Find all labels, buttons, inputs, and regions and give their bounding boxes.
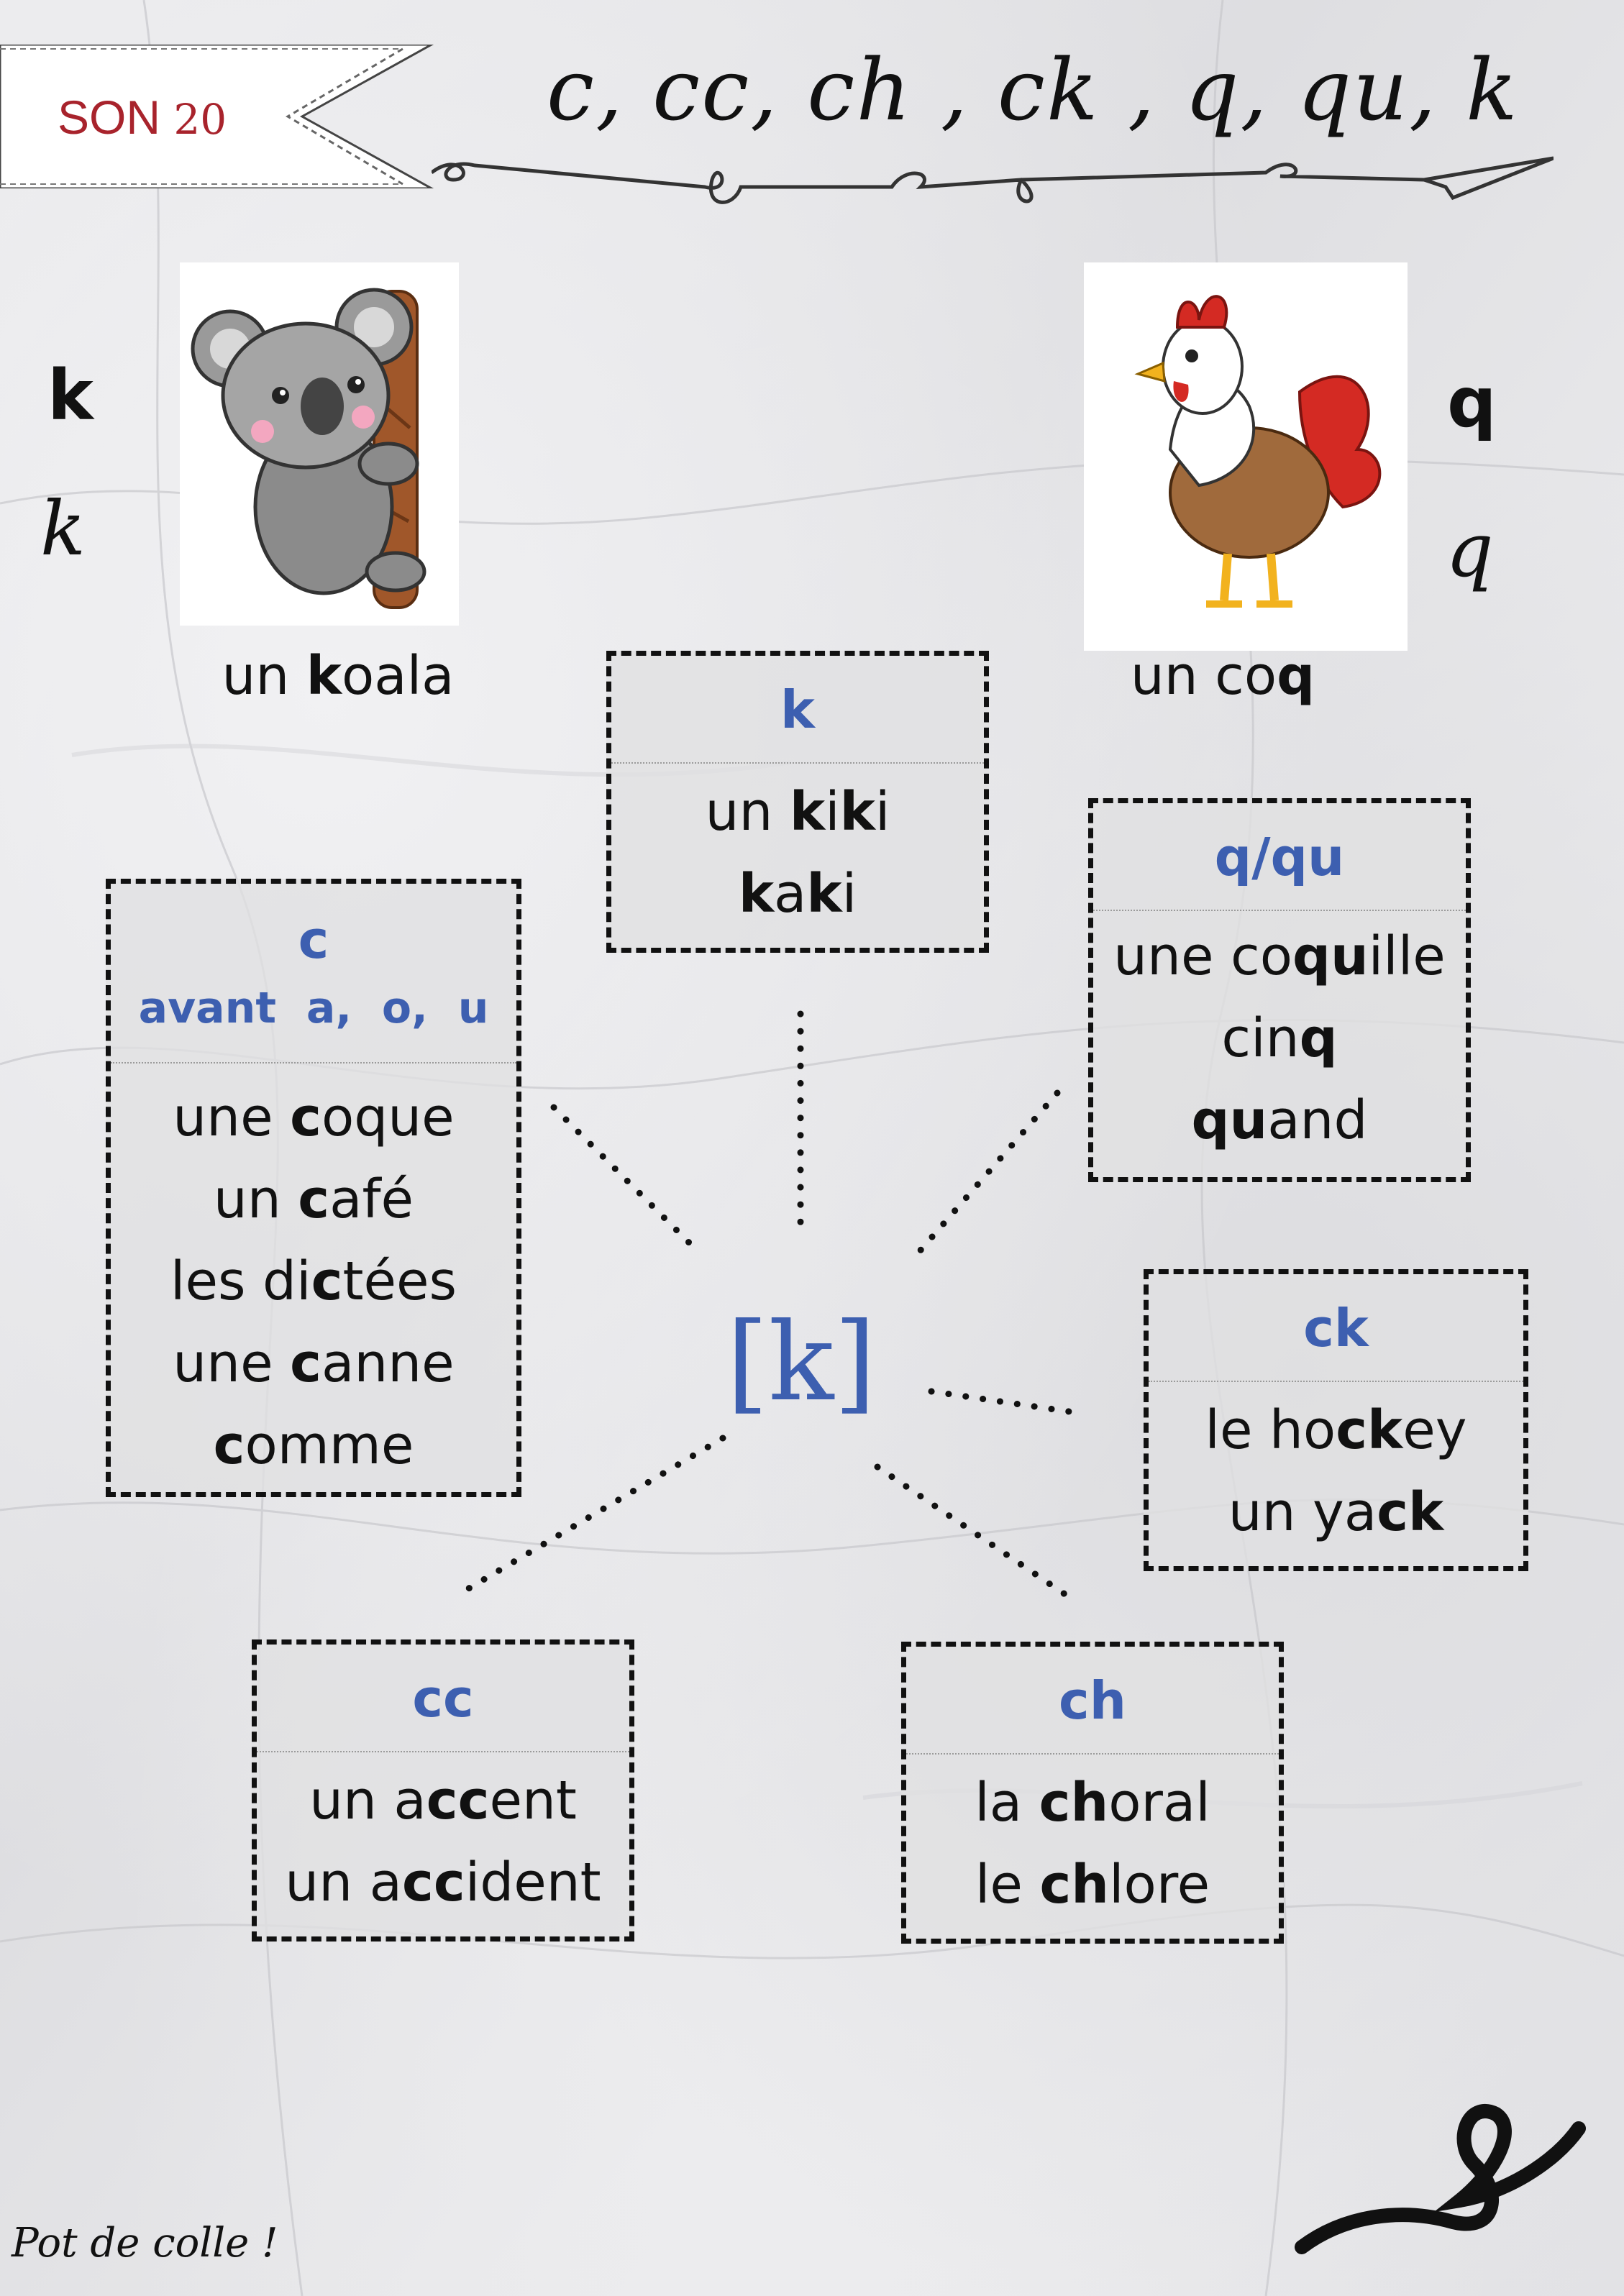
word-line: une coquille bbox=[1113, 925, 1446, 987]
word-line: le chlore bbox=[975, 1854, 1210, 1916]
box-k-words: un kiki kaki bbox=[611, 764, 984, 935]
box-ch-words: la choral le chlore bbox=[906, 1755, 1279, 1926]
box-c: c avant a, o, u une coque un café les di… bbox=[106, 879, 521, 1497]
box-k: k un kiki kaki bbox=[606, 651, 989, 953]
rooster-caption: un coq bbox=[1130, 645, 1315, 707]
box-cc-words: un accent un accident bbox=[257, 1752, 629, 1924]
box-q-qu-head: q/qu bbox=[1093, 803, 1466, 911]
word-line: les dictées bbox=[170, 1250, 457, 1312]
son-label-text: SON bbox=[58, 91, 161, 144]
box-ch: ch la choral le chlore bbox=[901, 1642, 1284, 1944]
header-banner bbox=[0, 45, 434, 188]
box-ck-head: ck bbox=[1149, 1274, 1523, 1382]
page-title: c, cc, ch , ck , q, qu, k bbox=[547, 40, 1519, 140]
box-q-qu-words: une coquille cinq quand bbox=[1093, 911, 1466, 1161]
son-number-label: SON 20 bbox=[58, 85, 273, 150]
box-cc-head: cc bbox=[257, 1645, 629, 1752]
son-number: 20 bbox=[173, 95, 227, 144]
box-ch-head: ch bbox=[906, 1647, 1279, 1755]
box-cc: cc un accent un accident bbox=[252, 1639, 634, 1941]
word-line: un kiki bbox=[705, 781, 890, 843]
box-c-head-rule: avant a, o, u bbox=[138, 983, 489, 1033]
box-c-head: c avant a, o, u bbox=[111, 884, 516, 1064]
word-line: comme bbox=[213, 1414, 414, 1476]
word-line: un accent bbox=[309, 1770, 577, 1831]
rooster-icon bbox=[1134, 295, 1382, 608]
box-q-qu: q/qu une coquille cinq quand bbox=[1088, 798, 1471, 1182]
letter-k-script: k bbox=[40, 485, 86, 572]
word-line: le hockey bbox=[1205, 1399, 1467, 1461]
word-line: une coque bbox=[173, 1087, 455, 1148]
koala-caption: un koala bbox=[222, 645, 455, 707]
koala-picture bbox=[180, 262, 459, 626]
word-line: la choral bbox=[975, 1772, 1210, 1834]
box-ck-words: le hockey un yack bbox=[1149, 1382, 1523, 1553]
word-line: une canne bbox=[173, 1332, 455, 1394]
box-c-words: une coque un café les dictées une canne … bbox=[111, 1064, 516, 1486]
letter-q-script: q bbox=[1446, 506, 1494, 594]
word-line: cinq bbox=[1221, 1007, 1338, 1069]
koala-icon bbox=[191, 288, 426, 609]
word-line: un yack bbox=[1228, 1481, 1444, 1543]
letter-k-print: k bbox=[47, 355, 93, 436]
box-ck: ck le hockey un yack bbox=[1144, 1269, 1528, 1571]
brush-flourish bbox=[1295, 2104, 1586, 2254]
word-line: kaki bbox=[738, 863, 857, 925]
word-line: quand bbox=[1191, 1089, 1368, 1151]
letter-q-print: q bbox=[1447, 362, 1497, 443]
decorative-swirl-line bbox=[432, 156, 1554, 204]
box-k-head: k bbox=[611, 656, 984, 764]
center-sound-k: [k] bbox=[726, 1300, 876, 1425]
footer-credit: Pot de colle ! bbox=[12, 2220, 278, 2267]
word-line: un accident bbox=[285, 1852, 601, 1913]
box-c-head-letter: c bbox=[298, 910, 329, 970]
word-line: un café bbox=[213, 1168, 414, 1230]
rooster-picture bbox=[1084, 262, 1408, 651]
